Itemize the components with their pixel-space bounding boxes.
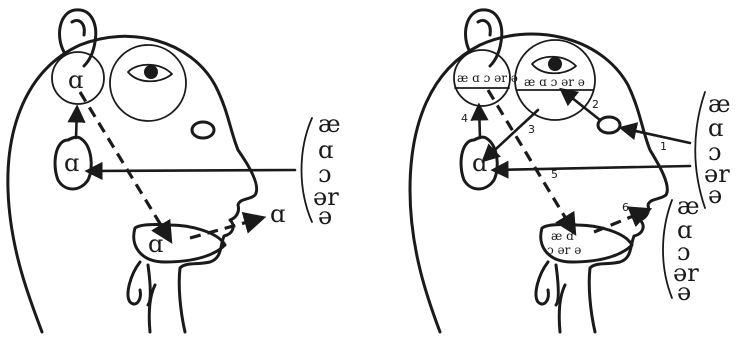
right-input-sounds: æ ɑ ɔ ər ə [704, 90, 731, 209]
left-input-bracket [302, 118, 313, 222]
right-path-number: 4 [461, 112, 468, 125]
right-ear-region-label: ɑ [472, 149, 487, 177]
right-output-bracket [663, 200, 672, 298]
left-input-sound: ə [318, 202, 332, 230]
right-path-number: 1 [660, 140, 667, 153]
right-mouth-label-2: ɔ ər ə [547, 243, 581, 257]
left-ear-icon [60, 10, 96, 66]
right-auditory-label: æ ɑ ɔ ər ə [457, 71, 518, 85]
left-output-label: ɑ [270, 200, 285, 228]
left-visual-area [110, 45, 186, 121]
left-ear-region-label: ɑ [64, 149, 79, 177]
right-path-number: 2 [592, 98, 599, 111]
right-path-number: 6 [622, 201, 629, 214]
left-mouth-label: ɑ [148, 230, 163, 258]
right-visual-label: æ ɑ ɔ ər ə [524, 75, 585, 89]
right-input-sound: ə [708, 181, 722, 209]
right-path-number: 3 [528, 123, 535, 136]
left-small-area [192, 122, 214, 138]
left-eye-icon [128, 65, 172, 82]
right-eye-icon [532, 57, 576, 74]
left-input-sounds: æ ɑ ɔ ər ə [313, 110, 341, 230]
right-mouth-label-1: æ ɑ [551, 229, 574, 243]
left-head-outline [8, 36, 257, 332]
left-throat [128, 262, 150, 305]
right-input-bracket [695, 92, 705, 208]
right-arrow-4 [479, 106, 480, 138]
left-input-arrow [88, 170, 295, 171]
left-input-sound: æ [318, 110, 341, 138]
left-figure: ɑ ɑ ɑ ɑ æ ɑ ɔ ər ə [8, 10, 341, 332]
right-output-sounds: æ ɑ ɔ ər ə [673, 192, 700, 306]
right-figure: æ ɑ ɔ ər ə æ ɑ ɔ ər ə ɑ 1 2 3 4 5 6 æ ɑ [410, 10, 731, 332]
left-auditory-label: ɑ [68, 66, 83, 94]
right-path-number: 5 [551, 168, 558, 181]
right-neck-outline [559, 285, 565, 332]
right-throat [536, 262, 558, 305]
right-output-sound: ə [677, 278, 691, 306]
right-arrow-1 [622, 128, 690, 143]
right-small-area [598, 117, 620, 133]
left-arrow-up [76, 108, 77, 138]
